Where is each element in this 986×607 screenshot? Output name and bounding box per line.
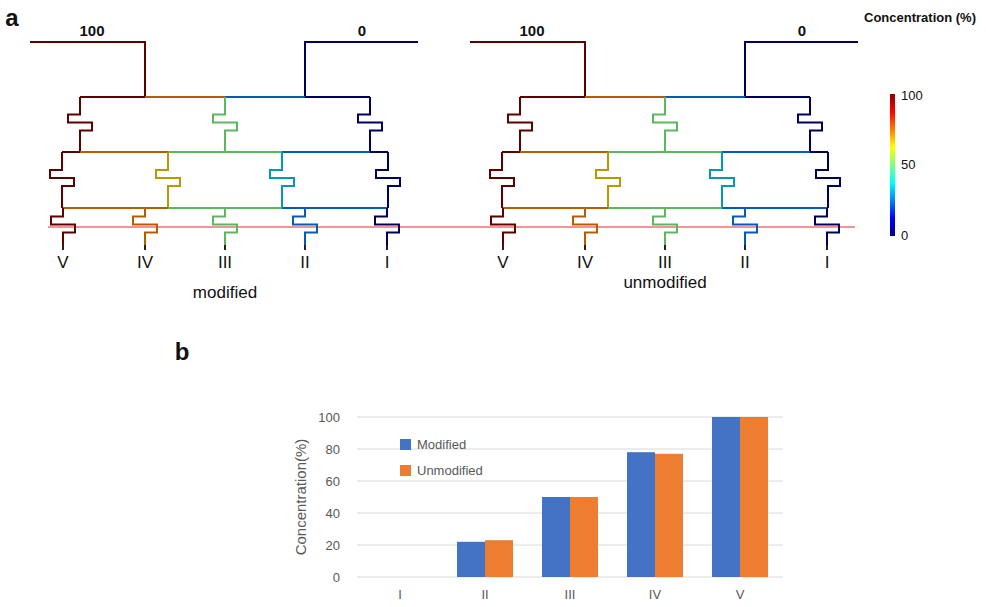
- design-caption: unmodified: [623, 274, 706, 291]
- outlet-number: V: [57, 254, 68, 271]
- axis-tick: 60: [326, 475, 340, 488]
- colorbar-tick: 50: [901, 158, 915, 171]
- reference-line: [48, 226, 855, 227]
- legend-item: Unmodified: [400, 463, 483, 478]
- panel-letter: a: [5, 6, 18, 30]
- inlet-concentration: 0: [798, 23, 806, 38]
- outlet-number: IV: [577, 254, 593, 271]
- outlet-number: IV: [137, 254, 153, 271]
- legend-text: Modified: [417, 437, 466, 452]
- colorbar-tick: 0: [901, 229, 908, 242]
- outlet-number: III: [218, 254, 232, 271]
- colorbar: [890, 94, 895, 236]
- axis-tick: 100: [318, 411, 340, 424]
- legend-swatch: [400, 465, 411, 476]
- outlet-number: II: [740, 254, 749, 271]
- inlet-concentration: 100: [79, 23, 104, 38]
- outlet-number: II: [300, 254, 309, 271]
- axis-title: Concentration(%): [293, 439, 308, 556]
- microchannel-tree: [30, 42, 418, 250]
- axis-tick: 20: [326, 539, 340, 552]
- legend-swatch: [400, 439, 411, 450]
- outlet-number: I: [385, 254, 390, 271]
- axis-tick: 80: [326, 443, 340, 456]
- inlet-concentration: 100: [519, 23, 544, 38]
- category-label: IV: [649, 588, 661, 601]
- design-caption: modified: [193, 284, 257, 301]
- category-label: II: [481, 588, 488, 601]
- axis-tick: 40: [326, 507, 340, 520]
- bar: [627, 452, 655, 577]
- bar: [712, 417, 740, 577]
- panel-letter: b: [175, 340, 190, 364]
- legend-item: Modified: [400, 437, 466, 452]
- outlet-number: V: [497, 254, 508, 271]
- axis-tick: 0: [333, 571, 340, 584]
- outlet-number: I: [825, 254, 830, 271]
- category-label: III: [565, 588, 576, 601]
- outlet-number: III: [658, 254, 672, 271]
- legend-text: Unmodified: [417, 463, 483, 478]
- colorbar-tick: 100: [901, 89, 923, 102]
- bar: [570, 497, 598, 577]
- bar: [542, 497, 570, 577]
- inlet-concentration: 0: [358, 23, 366, 38]
- bar: [485, 540, 513, 577]
- bar: [655, 454, 683, 577]
- category-label: I: [398, 588, 402, 601]
- microchannel-tree: [470, 42, 858, 250]
- bar: [457, 542, 485, 577]
- category-label: V: [736, 588, 745, 601]
- bar: [740, 417, 768, 577]
- colorbar-title: Concentration (%): [864, 11, 976, 24]
